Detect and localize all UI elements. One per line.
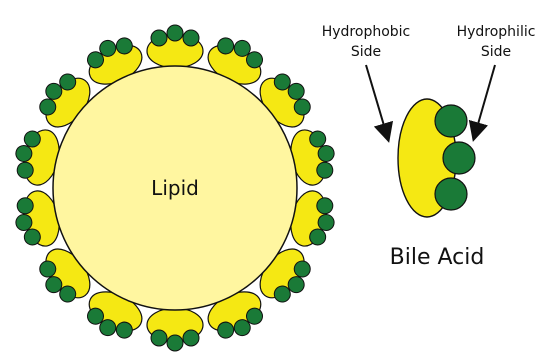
micelle-bile-acid: [147, 25, 203, 68]
hydrophilic-label-group: Hydrophilic Side: [457, 24, 536, 60]
hydrophilic-arrow: [474, 65, 495, 138]
micelle-bile-acid-green-head: [183, 30, 199, 46]
hydrophobic-label-group: Hydrophobic Side: [322, 24, 411, 60]
micelle-bile-acid-green-head: [151, 30, 167, 46]
hydrophobic-label-line2: Side: [351, 44, 381, 60]
hydrophilic-label-line2: Side: [481, 44, 511, 60]
micelle-bile-acid-green-head: [183, 330, 199, 346]
micelle-bile-acid-green-head: [167, 335, 183, 351]
bile-acid-green-head-middle: [443, 142, 475, 174]
micelle-bile-acid-green-head: [151, 330, 167, 346]
hydrophilic-label-line1: Hydrophilic: [457, 24, 536, 40]
micelle-bile-acid-green-head: [167, 25, 183, 41]
bile-acid-label: Bile Acid: [390, 245, 485, 270]
hydrophobic-label-line1: Hydrophobic: [322, 24, 411, 40]
hydrophobic-arrow: [366, 65, 388, 139]
micelle-bile-acid: [147, 308, 203, 351]
lipid-label: Lipid: [151, 176, 199, 200]
bile-acid-green-head-bottom: [435, 178, 467, 210]
bile-acid-green-head-top: [435, 105, 467, 137]
single-bile-acid: [398, 99, 475, 217]
